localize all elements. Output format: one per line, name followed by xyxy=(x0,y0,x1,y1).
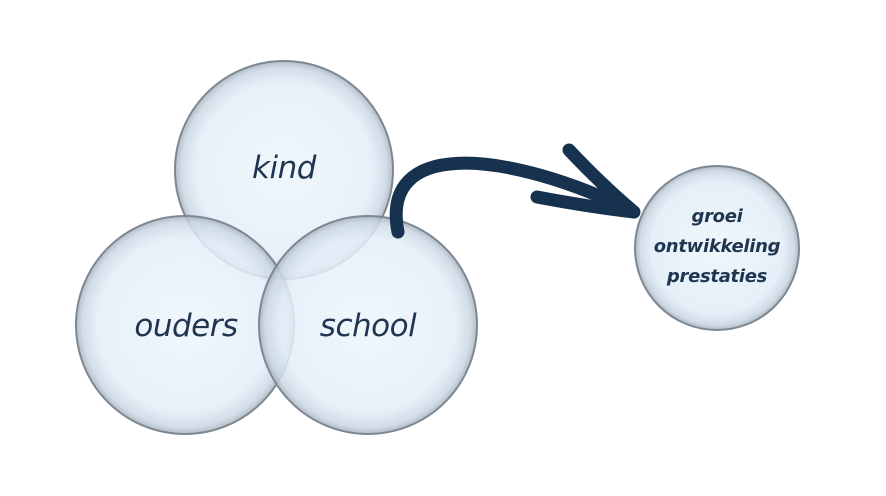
arrow-head xyxy=(530,143,641,219)
circle-outcome xyxy=(634,165,800,331)
venn-group xyxy=(75,60,478,435)
arrow xyxy=(389,143,641,239)
label-ouders: ouders xyxy=(134,308,238,344)
label-outcome-ontwikkeling: ontwikkeling xyxy=(654,236,781,257)
label-outcome-prestaties: prestaties xyxy=(666,266,768,287)
label-kind: kind xyxy=(252,150,317,186)
arrow-shaft xyxy=(389,156,627,239)
label-outcome-groei: groei xyxy=(691,206,743,227)
label-school: school xyxy=(320,308,417,344)
circle-school xyxy=(258,215,478,435)
